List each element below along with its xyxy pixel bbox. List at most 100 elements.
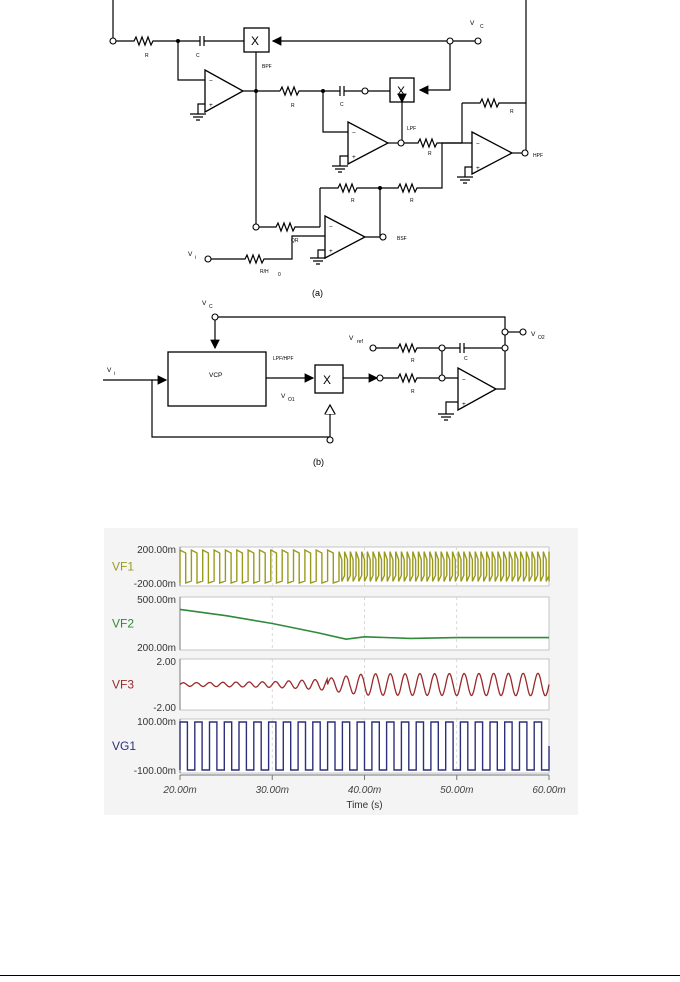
node-b-vc	[211, 313, 219, 321]
caption-a: (a)	[312, 288, 323, 298]
series-name-vg1: VG1	[112, 739, 136, 753]
label-r-in: R	[145, 53, 149, 59]
series-line-vf1	[179, 548, 550, 584]
label-vcp: VCP	[209, 372, 222, 379]
label-b-c: C	[464, 356, 468, 362]
label-rh: R/H	[260, 269, 269, 275]
x-tick-label: 60.00m	[532, 785, 565, 796]
capacitor-c1	[178, 36, 244, 46]
node-b-sum2	[438, 374, 446, 382]
label-vi-sub: i	[195, 255, 196, 261]
wire-to-amp2	[322, 91, 348, 133]
waveform-chart: 200.00m-200.00mVF1500.00m200.00mVF22.00-…	[104, 528, 578, 815]
ground-2	[332, 155, 348, 173]
label-b-vi-sub: i	[114, 371, 115, 377]
node-vref	[369, 344, 377, 352]
series-name-vf3: VF3	[112, 678, 134, 692]
y-tick-bottom-vf2: 200.00m	[137, 643, 176, 654]
y-tick-top-vf3: 2.00	[157, 657, 177, 668]
wire-top-feedback	[112, 0, 527, 103]
label-vo2-sub: O2	[538, 335, 545, 341]
multiplier-1-label: X	[251, 34, 259, 48]
ground-3	[457, 166, 473, 184]
opamp-2-minus: −	[352, 130, 356, 137]
label-c2: C	[340, 102, 344, 108]
caption-b: (b)	[313, 457, 324, 467]
resistors-r4-r5	[320, 142, 462, 194]
label-rh-sub: 0	[278, 272, 281, 278]
node-vi	[204, 255, 212, 263]
label-vref: V	[349, 335, 354, 342]
y-tick-top-vf2: 500.00m	[137, 595, 176, 606]
wire-amp4-out	[365, 188, 381, 238]
opamp-2	[347, 120, 390, 166]
series-line-vg1	[179, 721, 550, 771]
series-line-vf2	[179, 608, 549, 641]
node-vc-1	[446, 37, 454, 45]
opamp-1-plus: +	[209, 102, 213, 109]
node-vo2	[519, 328, 527, 336]
opamp-1	[204, 68, 245, 114]
y-tick-bottom-vf3: -2.00	[153, 703, 176, 714]
wire-b-amp-out	[496, 383, 506, 390]
vcp-block	[167, 351, 267, 407]
ground-b	[438, 401, 458, 421]
label-r-hpf-fb: R	[510, 109, 514, 115]
y-tick-bottom-vg1: -100.00m	[134, 766, 176, 777]
label-vc: V	[470, 20, 475, 27]
label-b-vi: V	[107, 367, 112, 374]
label-hpf: HPF	[533, 153, 543, 159]
x-tick-label: 40.00m	[348, 785, 381, 796]
node-bsf-in	[252, 223, 260, 231]
x-tick-label: 20.00m	[162, 785, 196, 796]
resistor-b-r2	[383, 372, 458, 384]
y-tick-bottom-vf1: -200.00m	[134, 579, 176, 590]
ground-4	[310, 249, 326, 265]
multiplier-2-label: X	[397, 84, 405, 98]
opamp-b	[457, 366, 498, 412]
label-r4: R	[351, 198, 355, 204]
opamp-b-plus: +	[462, 401, 466, 408]
y-tick-top-vf1: 200.00m	[137, 545, 176, 556]
capacitor-c2	[323, 86, 362, 96]
opamp-b-minus: −	[462, 377, 466, 384]
label-c1: C	[196, 53, 200, 59]
opamp-2-plus: +	[352, 154, 356, 161]
wire-amp1-out	[243, 52, 280, 92]
x-axis-label: Time (s)	[346, 800, 382, 811]
resistor-r3	[404, 137, 462, 149]
label-vo1: V	[281, 393, 286, 400]
x-tick-label: 50.00m	[440, 785, 473, 796]
node-b-bottom	[326, 436, 334, 444]
y-tick-top-vg1: 100.00m	[137, 717, 176, 728]
label-r5: R	[410, 198, 414, 204]
diagram-a: X V C R C − + BPF R C X − +	[109, 0, 543, 298]
node-bsf	[379, 233, 387, 241]
label-vref-sub: ref	[357, 339, 363, 345]
opamp-3-minus: −	[476, 141, 480, 148]
series-line-vf3	[179, 672, 550, 697]
wire-b-top	[218, 316, 506, 383]
resistor-r2	[279, 85, 323, 97]
series-name-vf2: VF2	[112, 617, 134, 631]
diagram-b: V C VCP V i LPF/HPF V O1 X R V ref R C −…	[103, 300, 545, 467]
opamp-3-plus: +	[476, 165, 480, 172]
opamp-4	[324, 214, 367, 260]
label-vo2: V	[531, 331, 536, 338]
label-b-r2: R	[411, 389, 415, 395]
page-bottom-rule	[0, 975, 680, 976]
label-lpf: LPF	[407, 126, 416, 132]
node-b-out2	[501, 328, 509, 336]
label-vc-sub: C	[480, 24, 484, 30]
resistor-b-r1-cap	[376, 342, 505, 354]
node-mult2-in	[361, 87, 369, 95]
opamp-3	[471, 130, 514, 176]
label-r3: R	[428, 151, 432, 157]
label-bsf: BSF	[397, 236, 407, 242]
node-b-out	[501, 344, 509, 352]
wire-b-vi-mult	[151, 380, 330, 438]
label-b-vc-sub: C	[209, 304, 213, 310]
opamp-4-minus: −	[329, 224, 333, 231]
multiplier-b	[314, 364, 344, 394]
